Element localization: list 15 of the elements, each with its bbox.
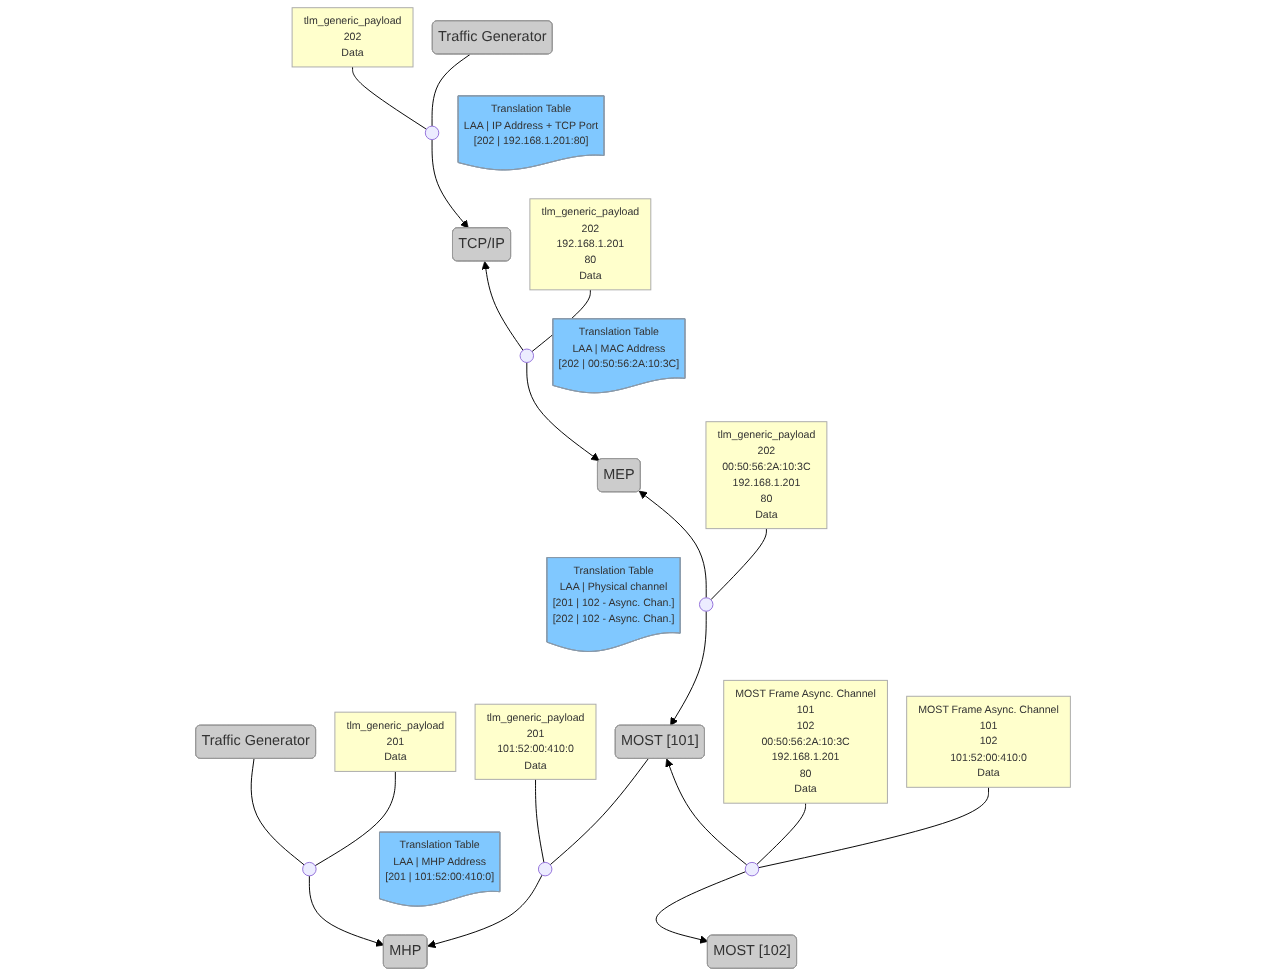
node-circle (537, 861, 553, 877)
connector (549, 758, 649, 866)
connector (535, 778, 545, 863)
node-circle (302, 861, 317, 877)
connector (758, 786, 989, 869)
connector (352, 66, 427, 130)
node-circle (519, 348, 535, 363)
node-circle (744, 861, 760, 877)
node-circle (424, 125, 440, 141)
connector (431, 53, 471, 127)
connector (314, 770, 396, 867)
connector (756, 802, 807, 865)
connector (710, 528, 767, 601)
node-circle (698, 597, 714, 612)
connector (250, 758, 305, 866)
